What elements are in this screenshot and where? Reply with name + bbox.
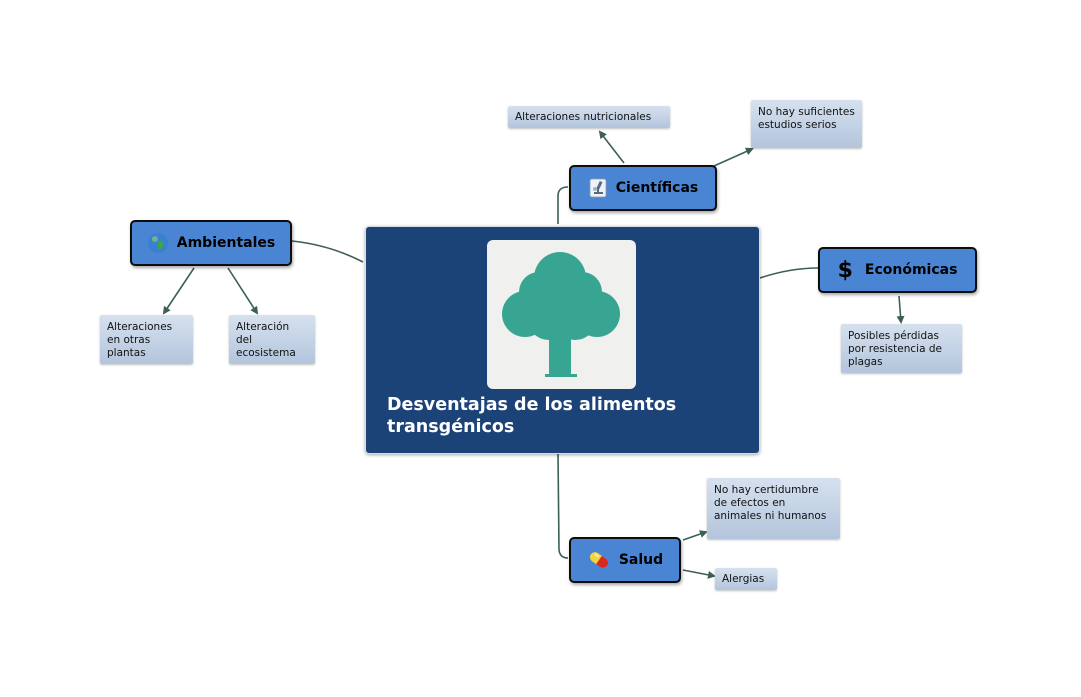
link-central-ambientales — [291, 240, 364, 263]
globe-icon — [147, 232, 169, 254]
pill-icon — [587, 550, 611, 570]
microscope-icon — [588, 178, 608, 198]
link-economicas-plagas — [896, 295, 905, 324]
subtopic-alteracion-ecosistema[interactable]: Alteración del ecosistema — [229, 315, 315, 364]
link-salud-certidumbre — [682, 530, 708, 541]
subtopic-alteraciones-otras-plantas[interactable]: Alteraciones en otras plantas — [100, 315, 193, 364]
subtopic-perdidas-plagas[interactable]: Posibles pérdidas por resistencia de pla… — [841, 324, 962, 373]
topic-label: Salud — [618, 552, 664, 568]
topic-label: Ambientales — [176, 235, 276, 251]
central-topic[interactable]: Desventajas de los alimentos transgénico… — [365, 226, 760, 454]
tree-icon — [487, 240, 636, 389]
topic-cientificas[interactable]: Científicas — [569, 165, 717, 211]
link-ambientales-ecosistema — [227, 267, 259, 315]
subtopic-no-hay-estudios[interactable]: No hay suficientes estudios serios — [751, 100, 862, 148]
link-cientificas-nutricionales — [598, 130, 625, 164]
central-title: Desventajas de los alimentos transgénico… — [387, 395, 677, 437]
link-central-economicas — [759, 267, 819, 279]
topic-label: Económicas — [864, 262, 958, 278]
link-central-salud — [557, 453, 569, 559]
topic-label: Científicas — [615, 180, 699, 196]
link-cientificas-estudios — [713, 147, 754, 167]
subtopic-alergias[interactable]: Alergias — [715, 568, 777, 590]
subtopic-alteraciones-nutricionales[interactable]: Alteraciones nutricionales — [508, 106, 670, 128]
subtopic-no-certidumbre[interactable]: No hay certidumbre de efectos en animale… — [707, 478, 840, 539]
topic-ambientales[interactable]: Ambientales — [130, 220, 292, 266]
link-salud-alergias — [682, 569, 716, 579]
topic-salud[interactable]: Salud — [569, 537, 681, 583]
link-central-cientificas — [557, 186, 569, 224]
link-ambientales-plantas — [162, 267, 195, 315]
topic-economicas[interactable]: $ Económicas — [818, 247, 977, 293]
dollar-icon: $ — [837, 257, 853, 283]
